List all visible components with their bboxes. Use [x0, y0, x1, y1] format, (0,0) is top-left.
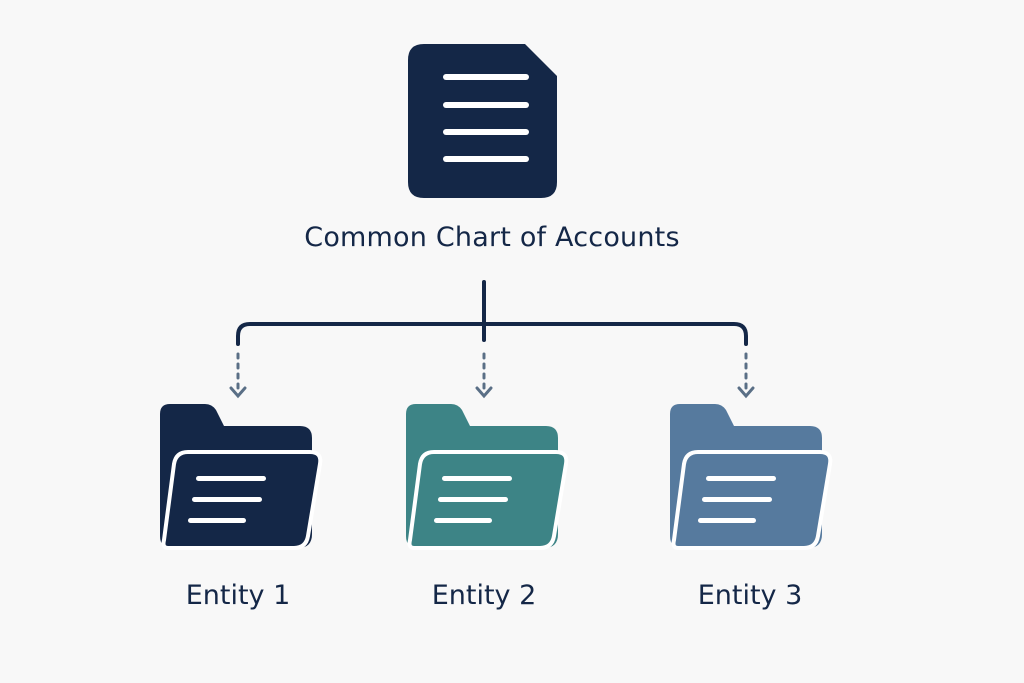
dotted-arrow-1: [229, 352, 247, 399]
entity-label-1: Entity 1: [185, 580, 291, 611]
document-icon: [408, 44, 557, 198]
diagram-title: Common Chart of Accounts: [304, 222, 680, 253]
connector-lines: [236, 280, 748, 346]
entity-label-3: Entity 3: [697, 580, 803, 611]
folder-icon: [406, 404, 569, 550]
entity-label-2: Entity 2: [431, 580, 537, 611]
dotted-arrow-2: [475, 352, 493, 399]
folder-icon: [160, 404, 323, 550]
folder-icon: [670, 404, 833, 550]
dotted-arrow-3: [737, 352, 755, 399]
